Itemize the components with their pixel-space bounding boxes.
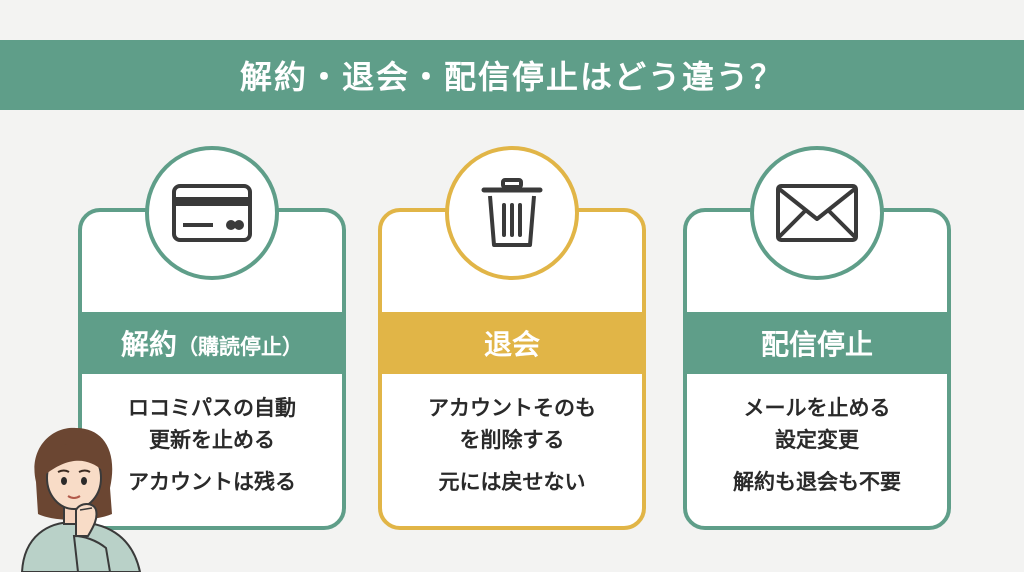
- thinking-woman-illustration: [20, 427, 142, 572]
- card-line: アカウントは残る: [128, 470, 296, 494]
- card-line: 更新を止める: [149, 428, 275, 452]
- page-title: 解約・退会・配信停止はどう違う？: [239, 58, 784, 96]
- card-description: ロコミパスの自動 更新を止める アカウントは残る: [82, 392, 342, 498]
- credit-card-icon: [172, 184, 252, 242]
- icon-circle: [145, 146, 279, 280]
- card-header: 解約（購読停止）: [82, 312, 342, 374]
- card-header: 配信停止: [687, 312, 947, 374]
- card-line: を削除する: [459, 428, 565, 452]
- title-banner: 解約・退会・配信停止はどう違う？: [0, 40, 1024, 110]
- card-line: アカウントそのも: [428, 396, 596, 420]
- card-line: メールを止める: [743, 396, 891, 420]
- envelope-icon: [776, 184, 858, 242]
- card-description: アカウントそのも を削除する 元には戻せない: [382, 392, 642, 498]
- card-line: 元には戻せない: [438, 470, 586, 494]
- card-title: 解約（購読停止）: [120, 328, 303, 361]
- icon-circle: [445, 146, 579, 280]
- card-title: 退会: [483, 328, 540, 361]
- card-title: 配信停止: [760, 328, 873, 361]
- card-line: ロコミパスの自動: [128, 396, 296, 420]
- card-line: 解約も退会も不要: [733, 470, 901, 494]
- card-header: 退会: [382, 312, 642, 374]
- trash-can-icon: [481, 178, 543, 247]
- icon-circle: [750, 146, 884, 280]
- card-line: 設定変更: [775, 428, 859, 452]
- card-description: メールを止める 設定変更 解約も退会も不要: [687, 392, 947, 498]
